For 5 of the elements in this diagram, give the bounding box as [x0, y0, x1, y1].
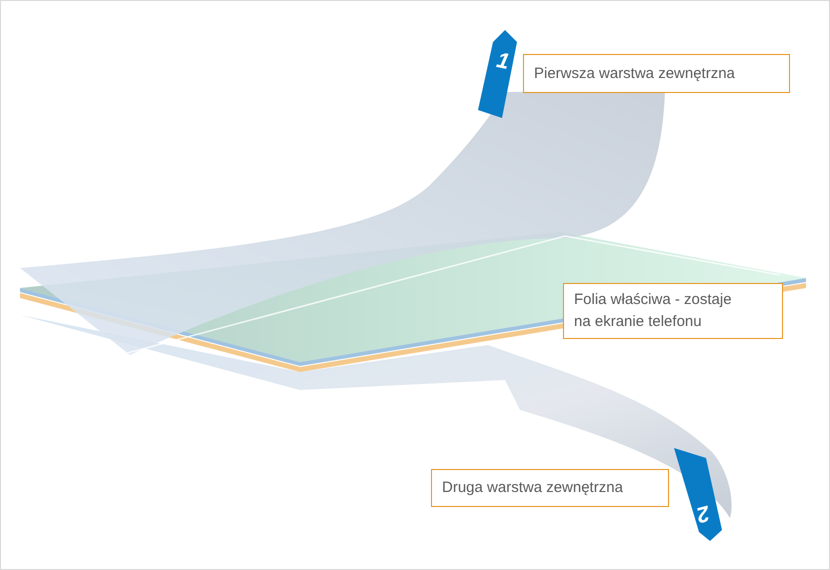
callout-number: 1 [494, 48, 512, 74]
callout-box: Folia właściwa - zostaje na ekranie telefonu [563, 283, 783, 339]
callout-number: 2 [694, 502, 712, 526]
callout-box: Pierwsza warstwa zewnętrzna [523, 54, 790, 93]
callout-box: Druga warstwa zewnętrzna [431, 469, 669, 507]
